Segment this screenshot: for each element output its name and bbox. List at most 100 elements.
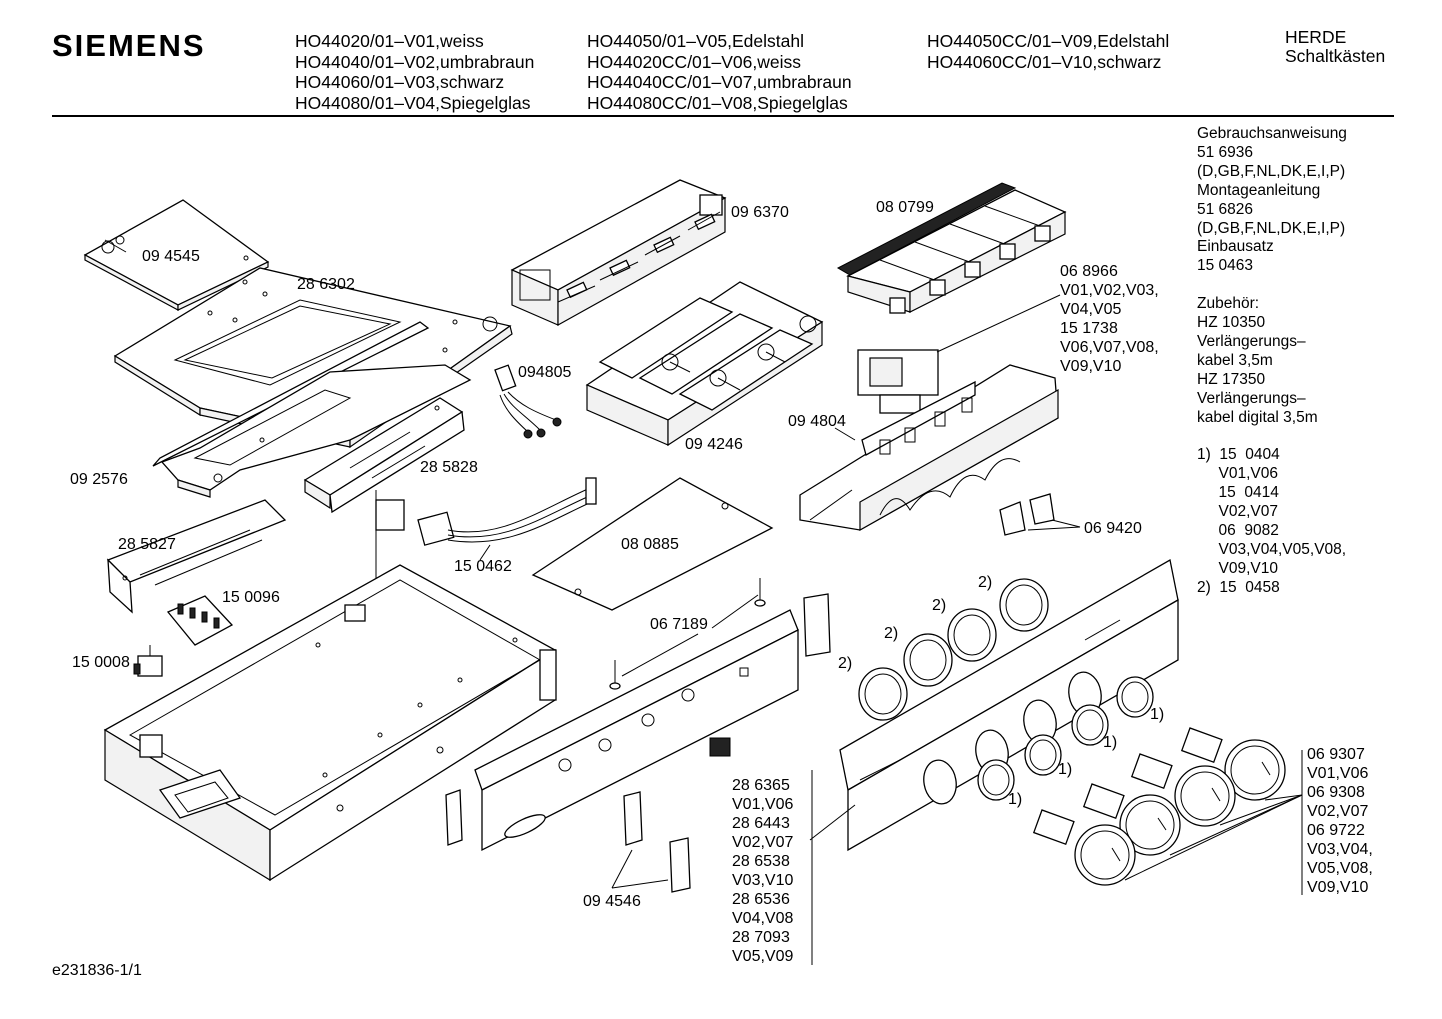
header-line: HO44040CC/01–V07,umbrabraun (587, 72, 852, 92)
part-switch-block-096370 (510, 179, 727, 327)
label-094545: 09 4545 (142, 248, 200, 265)
label-069420: 06 9420 (1084, 520, 1142, 537)
part-screws-067189 (609, 578, 766, 690)
part-angle-285827 (106, 499, 287, 614)
note-line: 06 9082 (1197, 522, 1279, 539)
header-models-col1: HO44020/01–V01,weiss HO44040/01–V02,umbr… (295, 31, 534, 113)
note-line: 15 0463 (1197, 257, 1254, 275)
part-tray-080799 (836, 182, 1067, 314)
header-line: HO44040/01–V02,umbrabraun (295, 51, 535, 72)
header-line: HERDE (1285, 27, 1347, 47)
label-line: V04,V08 (732, 910, 794, 927)
label-line: 06 9308 (1307, 784, 1365, 801)
note-line: 51 6826 (1197, 200, 1254, 218)
document-id: e231836-1/1 (52, 962, 142, 979)
note-line: V03,V04,V05,V08, (1197, 540, 1347, 558)
part-bracket-092576 (152, 321, 472, 498)
part-sheet-080885 (531, 477, 774, 611)
label-line: V02,V07 (732, 834, 794, 851)
header-line: HO44050/01–V05,Edelstahl (587, 31, 804, 51)
note-line: 1) 15 0404 (1197, 446, 1280, 464)
part-control-panel (839, 558, 1179, 852)
header-line: Schaltkästen (1285, 46, 1386, 66)
part-front-frame (474, 593, 831, 852)
marker-note-1: 1) (1058, 761, 1073, 778)
note-line: 51 6936 (1197, 143, 1254, 161)
header-line: HO44060CC/01–V10,schwarz (927, 51, 1162, 72)
label-080799: 08 0799 (876, 199, 934, 216)
label-line: 28 6538 (732, 853, 790, 870)
header-line: HO44080CC/01–V08,Spiegelglas (587, 92, 848, 113)
part-rings-1 (977, 676, 1154, 801)
part-brackets-094546 (445, 789, 691, 893)
note-line: 15 0414 (1197, 484, 1279, 502)
marker-note-1: 1) (1103, 734, 1118, 751)
header-line: HO44020CC/01–V06,weiss (587, 51, 802, 72)
label-line: V01,V02,V03, (1060, 282, 1159, 299)
label-068966: 06 8966 V01,V02,V03, V04,V05 15 1738 V06… (1060, 262, 1159, 376)
part-clamp-150008 (133, 645, 163, 677)
label-line: 28 6443 (732, 815, 790, 832)
note-line: (D,GB,F,NL,DK,E,I,P) (1197, 162, 1346, 180)
header-models-col3: HO44050CC/01–V09,Edelstahl HO44060CC/01–… (927, 31, 1169, 72)
label-150096: 15 0096 (222, 589, 280, 606)
note-line: HZ 10350 (1197, 314, 1266, 332)
label-line: V01,V06 (732, 796, 794, 813)
part-terminal-150096 (166, 595, 234, 646)
note-line: (D,GB,F,NL,DK,E,I,P) (1197, 219, 1346, 237)
header-line: HO44050CC/01–V09,Edelstahl (927, 31, 1170, 51)
header-line: HO44080/01–V04,Spiegelglas (295, 92, 531, 113)
label-line: V09,V10 (1060, 358, 1122, 375)
part-angle-285828 (303, 397, 465, 514)
label-line: V01,V06 (1307, 765, 1369, 782)
part-cable-150462 (375, 477, 597, 590)
label-line: V05,V09 (732, 948, 794, 965)
part-harness-094805 (494, 364, 562, 439)
header-line: HO44020/01–V01,weiss (295, 31, 484, 51)
label-line: 28 6536 (732, 891, 790, 908)
label-286302: 28 6302 (297, 276, 355, 293)
label-line: 28 6365 (732, 777, 790, 794)
note-line: V09,V10 (1197, 559, 1278, 577)
note-line: V01,V06 (1197, 465, 1278, 483)
part-housing (103, 564, 557, 882)
label-092576: 09 2576 (70, 471, 128, 488)
part-rings-2 (858, 578, 1049, 721)
label-285827: 28 5827 (118, 536, 176, 553)
side-notes: Gebrauchsanweisung 51 6936 (D,GB,F,NL,DK… (1197, 125, 1347, 598)
label-line: 06 8966 (1060, 263, 1118, 280)
label-panel-list: 28 6365 V01,V06 28 6443 V02,V07 28 6538 … (732, 776, 793, 966)
label-150462: 15 0462 (454, 558, 512, 575)
header-divider (52, 115, 1394, 117)
header-line: HO44060/01–V03,schwarz (295, 72, 505, 92)
note-line: Gebrauchsanweisung (1197, 125, 1347, 142)
label-line: V05,V08, (1307, 860, 1373, 877)
label-line: 06 9722 (1307, 822, 1365, 839)
label-line: V03,V04, (1307, 841, 1373, 858)
label-067189: 06 7189 (650, 616, 708, 633)
marker-note-1: 1) (1008, 791, 1023, 808)
note-line: HZ 17350 (1197, 370, 1266, 388)
part-knobs (1032, 727, 1303, 886)
note-line: Zubehör: (1197, 295, 1260, 313)
note-line: Montageanleitung (1197, 181, 1321, 199)
part-plate-094545 (83, 199, 270, 312)
note-line: V02,V07 (1197, 503, 1278, 521)
marker-note-1: 1) (1150, 706, 1165, 723)
label-line: V06,V07,V08, (1060, 339, 1159, 356)
note-line: Verlängerungs– (1197, 389, 1306, 407)
part-switch-carrier-094246 (585, 281, 824, 447)
label-080885: 08 0885 (621, 536, 679, 553)
label-094246: 09 4246 (685, 436, 743, 453)
brand-logo: SIEMENS (52, 28, 206, 63)
label-285828: 28 5828 (420, 459, 478, 476)
label-line: 28 7093 (732, 929, 790, 946)
label-line: 15 1738 (1060, 320, 1118, 337)
label-line: V03,V10 (732, 872, 794, 889)
marker-note-2: 2) (932, 597, 947, 614)
label-094804: 09 4804 (788, 413, 846, 430)
header-category: HERDE Schaltkästen (1285, 28, 1385, 66)
label-096370: 09 6370 (731, 204, 789, 221)
part-bracket-094804 (799, 349, 1059, 532)
label-knob-list: 06 9307 V01,V06 06 9308 V02,V07 06 9722 … (1307, 745, 1373, 897)
